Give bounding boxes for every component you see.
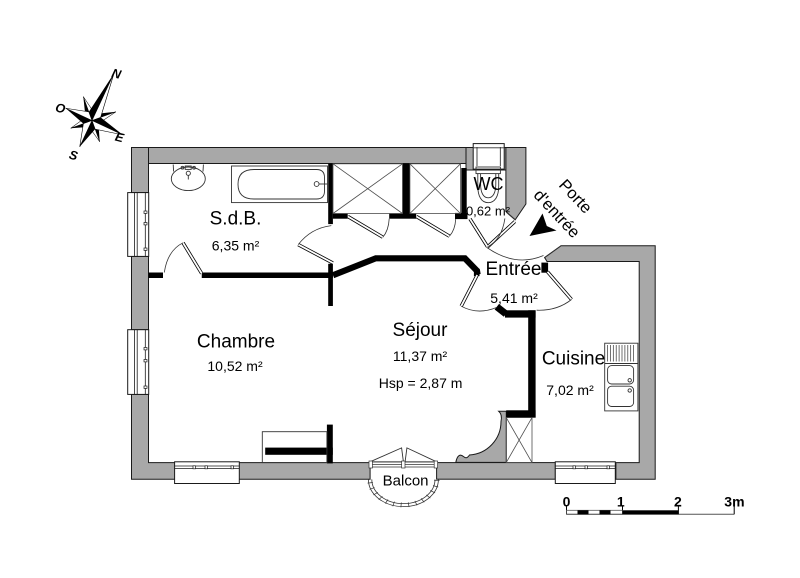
svg-text:O: O	[54, 101, 67, 117]
svg-text:10,52 m²: 10,52 m²	[207, 358, 263, 374]
svg-text:Hsp = 2,87 m: Hsp = 2,87 m	[379, 375, 463, 391]
svg-text:3m: 3m	[724, 493, 744, 509]
svg-text:S.d.B.: S.d.B.	[210, 209, 262, 230]
svg-text:Balcon: Balcon	[383, 473, 429, 490]
svg-text:11,37 m²: 11,37 m²	[393, 348, 448, 364]
svg-text:0,62 m²: 0,62 m²	[466, 204, 511, 219]
svg-text:Cuisine: Cuisine	[542, 349, 605, 370]
svg-text:Entrée: Entrée	[486, 259, 542, 280]
svg-text:Chambre: Chambre	[197, 332, 275, 353]
svg-text:7,02 m²: 7,02 m²	[546, 382, 594, 398]
svg-text:WC: WC	[474, 174, 504, 194]
svg-text:0: 0	[563, 493, 571, 509]
svg-text:Séjour: Séjour	[393, 320, 449, 341]
svg-text:6,35 m²: 6,35 m²	[212, 238, 260, 254]
svg-text:5,41 m²: 5,41 m²	[490, 290, 538, 306]
svg-text:2: 2	[674, 493, 682, 509]
svg-text:1: 1	[617, 493, 625, 509]
